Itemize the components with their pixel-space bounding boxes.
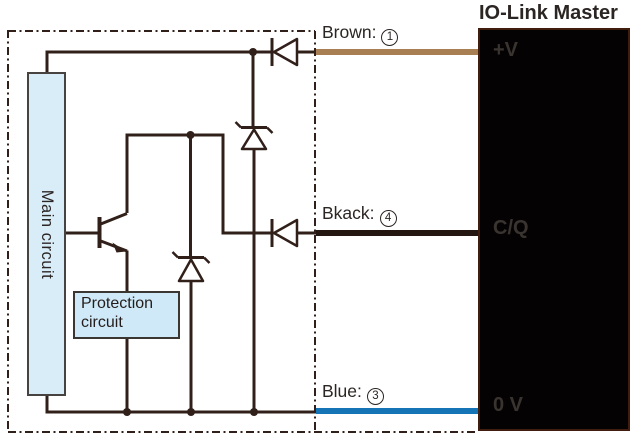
diode-plus-v	[270, 37, 299, 67]
pin-plus-v: +V	[493, 39, 519, 61]
output-row-wire	[125, 133, 272, 235]
blue-wire	[316, 408, 478, 414]
pin-cq: C/Q	[493, 217, 529, 239]
protection-circuit-label-line2: circuit	[81, 313, 123, 331]
io-link-master-title: IO-Link Master	[479, 2, 618, 24]
protection-circuit-label-line1: Protection	[81, 295, 154, 312]
zener-diode-lower	[171, 251, 211, 283]
terminal-3-circle: 3	[366, 387, 384, 405]
blue-wire-label: Blue:3	[322, 381, 384, 405]
zero-v-wire	[45, 396, 317, 414]
terminal-1-circle: 1	[381, 28, 399, 46]
zener-diode-upper	[234, 121, 274, 151]
terminal-4-circle: 4	[379, 209, 397, 227]
npn-transistor	[66, 212, 128, 253]
black-wire-label: Bkack:4	[322, 203, 397, 227]
emitter-arrow	[112, 242, 126, 253]
brown-wire	[316, 49, 478, 55]
pin-zero-v: 0 V	[493, 394, 524, 416]
protection-circuit-box: Protection circuit	[73, 291, 180, 339]
plus-v-wire	[45, 50, 272, 72]
main-circuit-box: Main circuit	[27, 72, 66, 396]
black-wire	[316, 230, 478, 236]
brown-wire-label: Brown:1	[322, 22, 399, 46]
junction-dots	[123, 48, 258, 416]
io-link-master-box: +V C/Q 0 V	[478, 28, 630, 431]
diode-cq	[270, 218, 299, 248]
